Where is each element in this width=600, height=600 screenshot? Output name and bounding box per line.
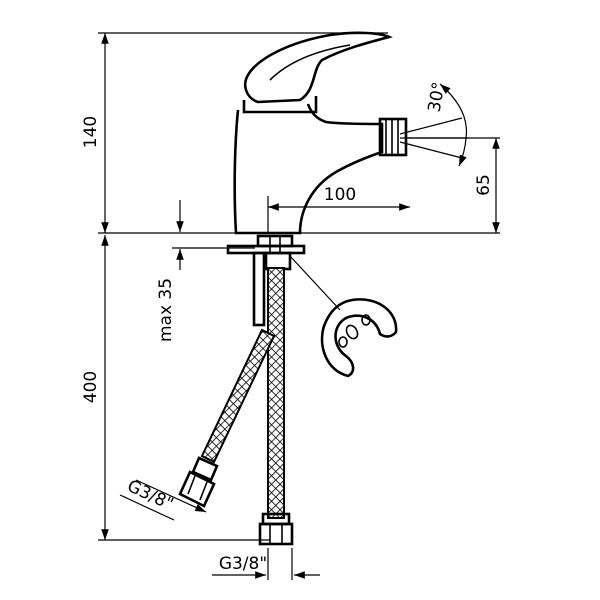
hose-angled	[178, 328, 276, 508]
dim-100-label: 100	[324, 185, 356, 205]
hose-vertical	[258, 267, 294, 546]
dim-140-label: 140	[81, 116, 101, 148]
dimension-lines	[101, 32, 500, 579]
dim-65-label: 65	[474, 174, 494, 196]
faucet-body	[233, 31, 408, 235]
mounting-hardware	[226, 234, 306, 327]
dim-angle-label: 30°	[425, 81, 450, 114]
mounting-clip-detail	[320, 298, 398, 378]
dim-400-label: 400	[81, 371, 101, 403]
thread-bottom-label: G3/8"	[219, 554, 267, 574]
dimension-labels: 140 400 max 35 100 65 30° G3/8" G3/8"	[81, 81, 494, 574]
dim-max35-label: max 35	[156, 278, 176, 342]
